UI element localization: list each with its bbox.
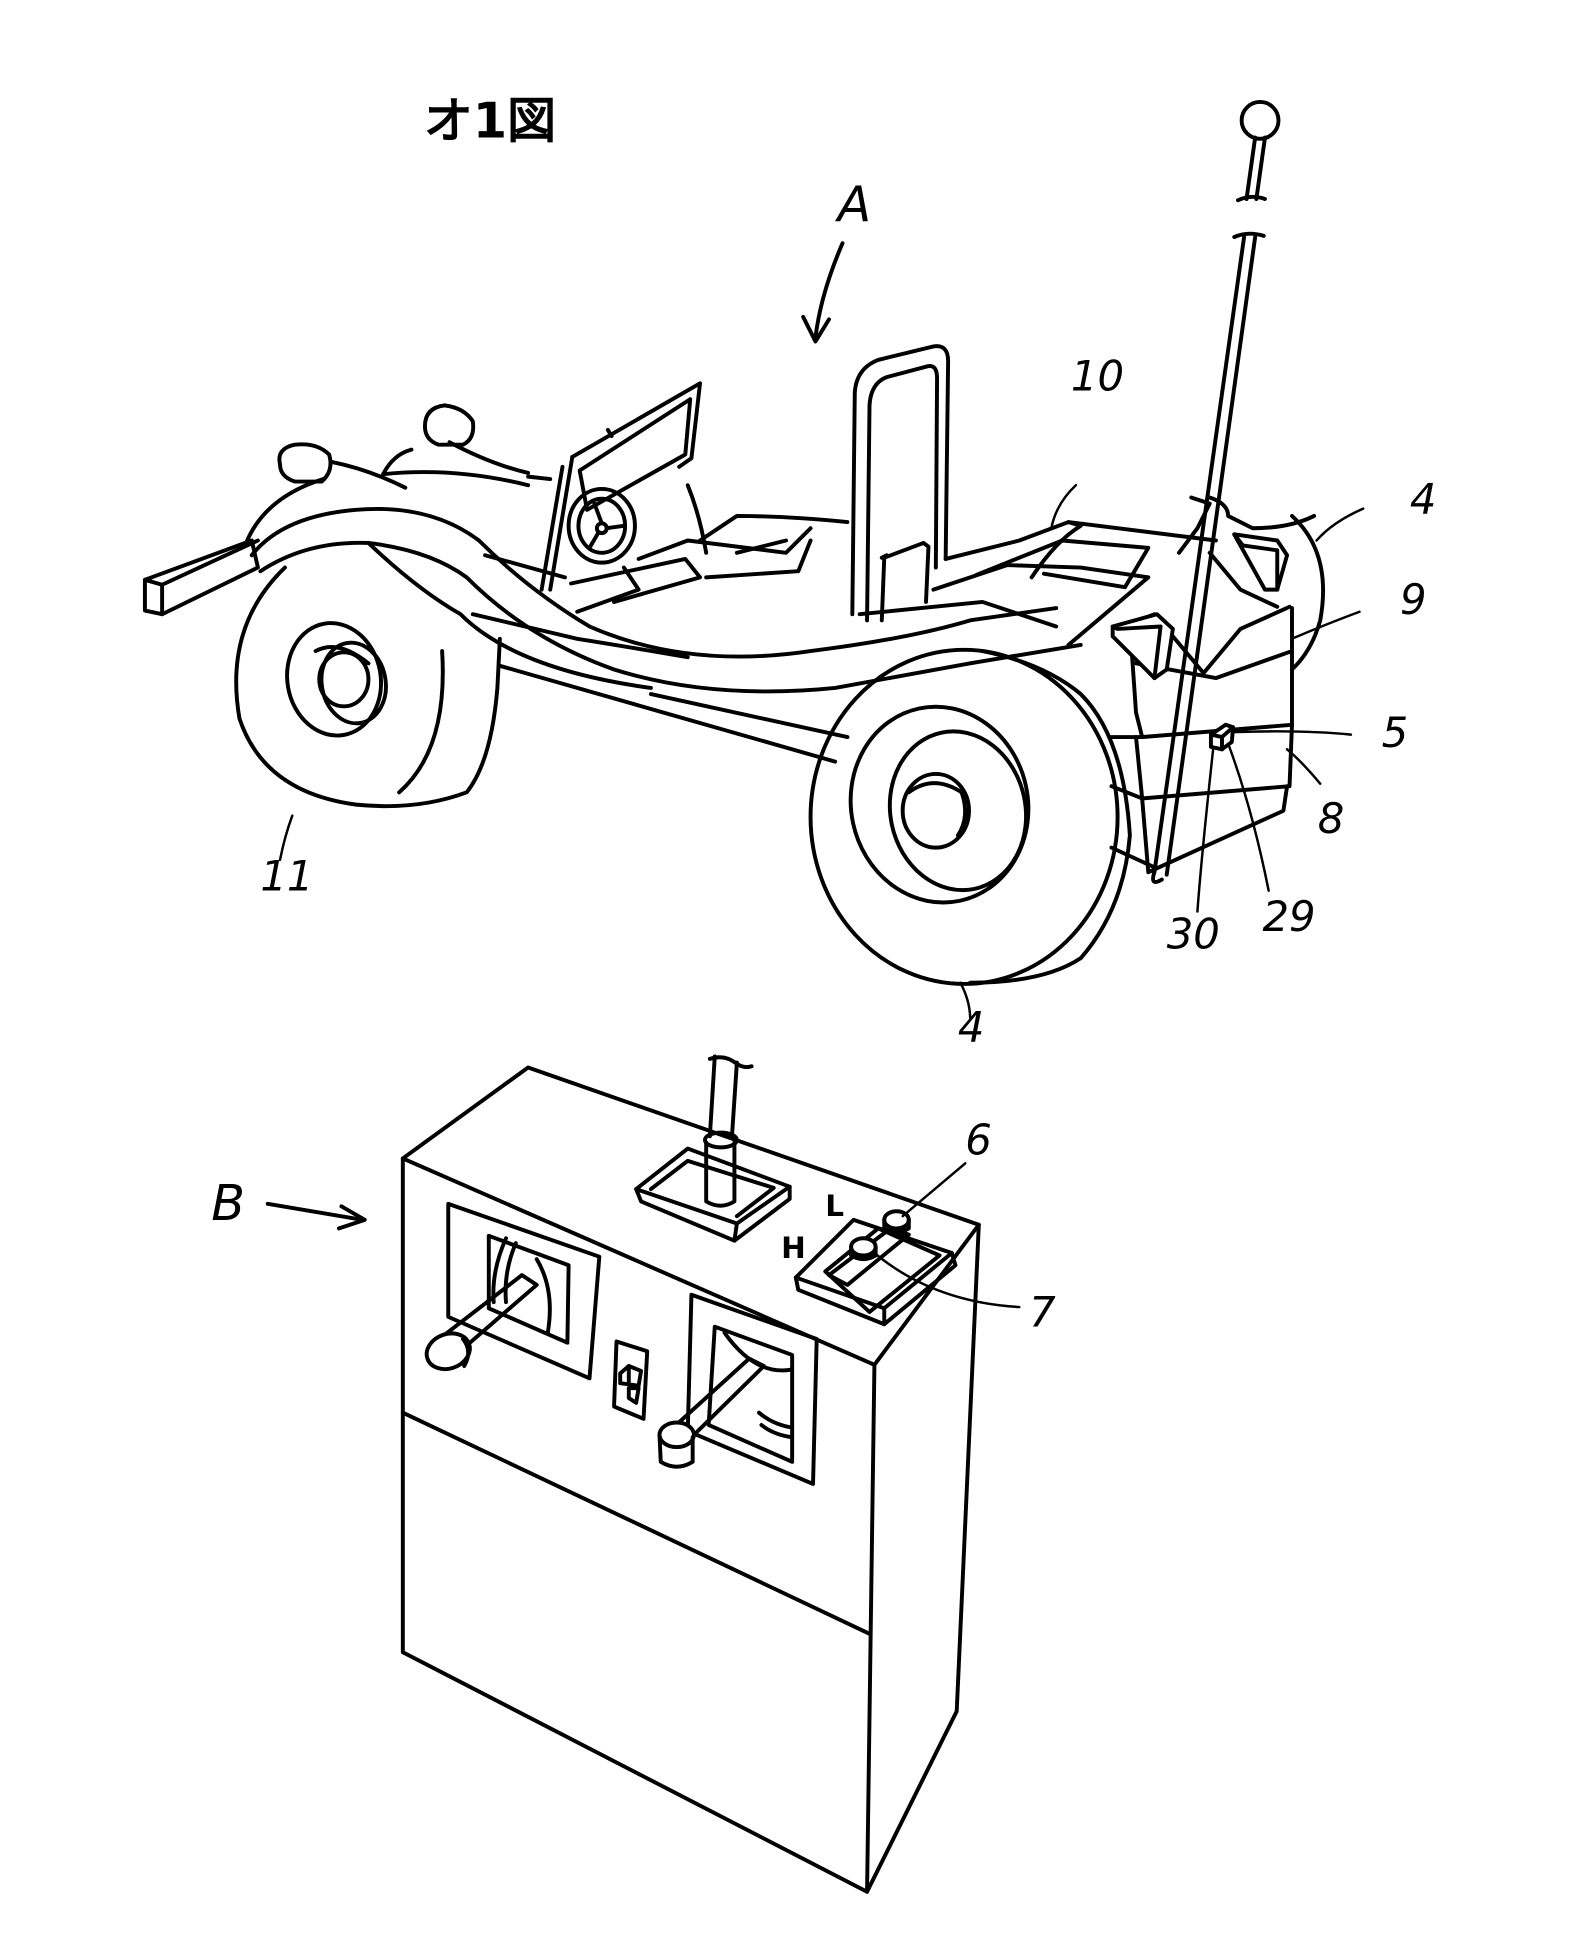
label-30: 30 bbox=[1167, 909, 1220, 958]
left-lever-control[interactable] bbox=[422, 1201, 602, 1381]
arrow-to-car-icon bbox=[801, 241, 845, 344]
headlight-left bbox=[277, 442, 333, 484]
figure-title: オ1図 bbox=[424, 92, 556, 150]
label-9: 9 bbox=[1400, 575, 1427, 624]
selector-button-high[interactable] bbox=[849, 1236, 878, 1262]
leader-lines-car bbox=[278, 483, 1365, 1021]
rear-bumper-block bbox=[1109, 495, 1317, 875]
seat-backrest bbox=[850, 344, 951, 623]
mark-L: L bbox=[825, 1189, 844, 1223]
label-controller-B: B bbox=[211, 1174, 245, 1232]
label-8: 8 bbox=[1318, 794, 1345, 843]
label-car-A: A bbox=[835, 175, 872, 233]
antenna bbox=[1151, 99, 1281, 884]
label-10: 10 bbox=[1071, 352, 1124, 401]
label-5: 5 bbox=[1382, 708, 1409, 757]
rear-deck bbox=[857, 520, 1218, 647]
rear-right-wheel bbox=[1290, 513, 1325, 672]
label-29: 29 bbox=[1263, 892, 1316, 941]
arrow-to-controller-icon bbox=[265, 1201, 367, 1231]
label-4-rear: 4 bbox=[1410, 474, 1437, 523]
remote-controller: L H bbox=[400, 1054, 981, 1894]
label-6: 6 bbox=[965, 1116, 992, 1165]
right-lever-control[interactable] bbox=[657, 1292, 819, 1486]
switch-unit bbox=[1208, 722, 1236, 752]
power-switch[interactable] bbox=[612, 1339, 650, 1421]
front-left-wheel bbox=[234, 565, 502, 809]
label-11: 11 bbox=[260, 852, 313, 901]
leader-lines-controller bbox=[873, 1162, 1021, 1309]
steering-wheel bbox=[566, 486, 637, 565]
toy-car bbox=[142, 344, 1325, 986]
headlight-right bbox=[422, 403, 476, 447]
speed-selector bbox=[793, 1209, 958, 1327]
windshield bbox=[539, 381, 702, 592]
top-joystick bbox=[634, 1054, 792, 1243]
label-7: 7 bbox=[1029, 1288, 1056, 1337]
cockpit-interior bbox=[569, 483, 850, 614]
front-bumper bbox=[142, 538, 260, 617]
front-right-wheel bbox=[808, 647, 1132, 986]
mark-H: H bbox=[781, 1231, 806, 1265]
label-4-front: 4 bbox=[958, 1003, 985, 1052]
